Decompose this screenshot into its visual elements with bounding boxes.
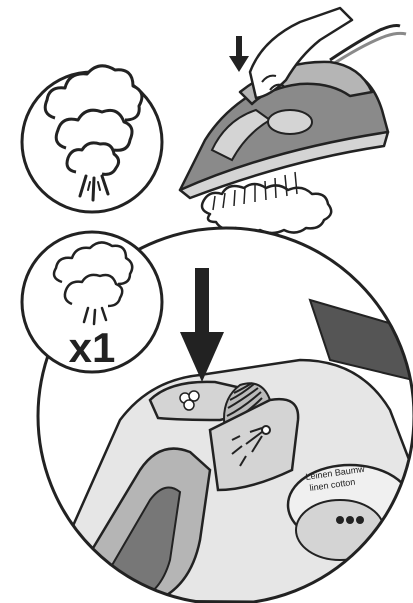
press-down-arrow-icon (229, 36, 249, 72)
steam-count-label: x1 (69, 324, 116, 371)
steam-burst-icon: x1 (22, 232, 162, 372)
steam-burst-icon (22, 66, 162, 212)
temperature-dial: Leinen Baumw linen cotton (288, 464, 412, 560)
steam-iron-icon (180, 8, 406, 233)
